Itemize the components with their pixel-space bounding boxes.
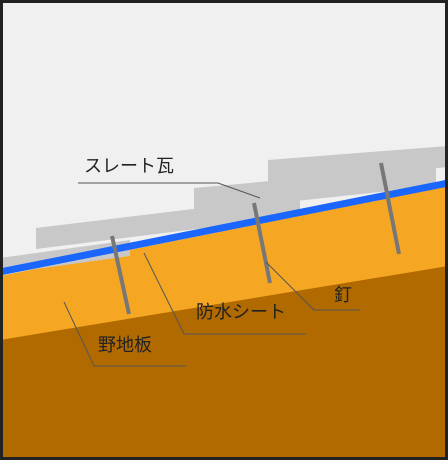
label-sheathing: 野地板: [98, 335, 152, 356]
slate-tile: [268, 146, 448, 184]
waterproof-sheet-leader-line: [143, 252, 306, 335]
waterproof-sheet: [0, 179, 448, 276]
slate-leader-line: [78, 182, 261, 199]
nail: [110, 235, 131, 315]
sheathing-leader-line: [63, 301, 186, 367]
label-nail: 釘: [334, 285, 352, 306]
nail: [379, 162, 401, 255]
leader-lines: [63, 182, 360, 367]
slate-tile: [194, 166, 436, 212]
slate-tile: [36, 196, 300, 249]
nails: [110, 162, 401, 315]
label-slate: スレート瓦: [84, 156, 174, 177]
sheathing-board: [0, 266, 448, 460]
nail: [252, 202, 272, 284]
nail-leader-line: [265, 261, 360, 311]
label-waterproof-sheet: 防水シート: [196, 302, 286, 323]
